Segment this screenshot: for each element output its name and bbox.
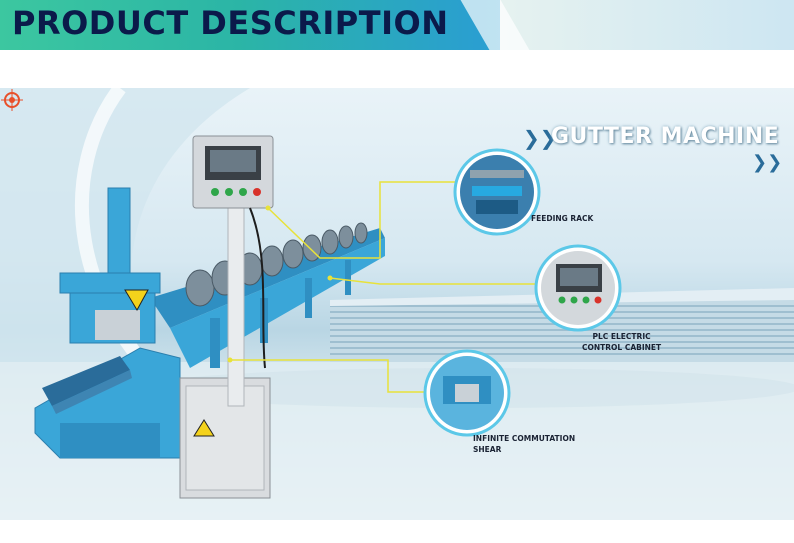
banner-decor-stripe — [500, 0, 794, 50]
callout-label-plc-cabinet: PLC ELECTRIC CONTROL CABINET — [582, 331, 661, 353]
chevron-double-right-icon: ❯❯ — [523, 126, 557, 150]
page-title: PRODUCT DESCRIPTION — [12, 4, 449, 42]
callout-text: SHEAR — [473, 445, 502, 454]
callout-text: CONTROL CABINET — [582, 343, 662, 352]
callout-text: PLC ELECTRIC — [592, 332, 651, 341]
callout-label-shear: INFINITE COMMUTATION SHEAR — [473, 433, 575, 455]
callout-text: FEEDING RACK — [531, 214, 594, 223]
target-icon — [1, 89, 23, 111]
machine-title: GUTTER MACHINE — [551, 124, 780, 149]
callout-text: INFINITE COMMUTATION — [473, 434, 576, 443]
machine-illustration — [0, 88, 794, 520]
product-photo: ❯❯ GUTTER MACHINE ❯❯ FEEDING RACK PLC EL… — [0, 88, 794, 520]
callout-label-feeding-rack: FEEDING RACK — [531, 213, 593, 224]
chevron-double-right-icon: ❯❯ — [752, 152, 783, 173]
header-banner: PRODUCT DESCRIPTION — [0, 0, 794, 50]
